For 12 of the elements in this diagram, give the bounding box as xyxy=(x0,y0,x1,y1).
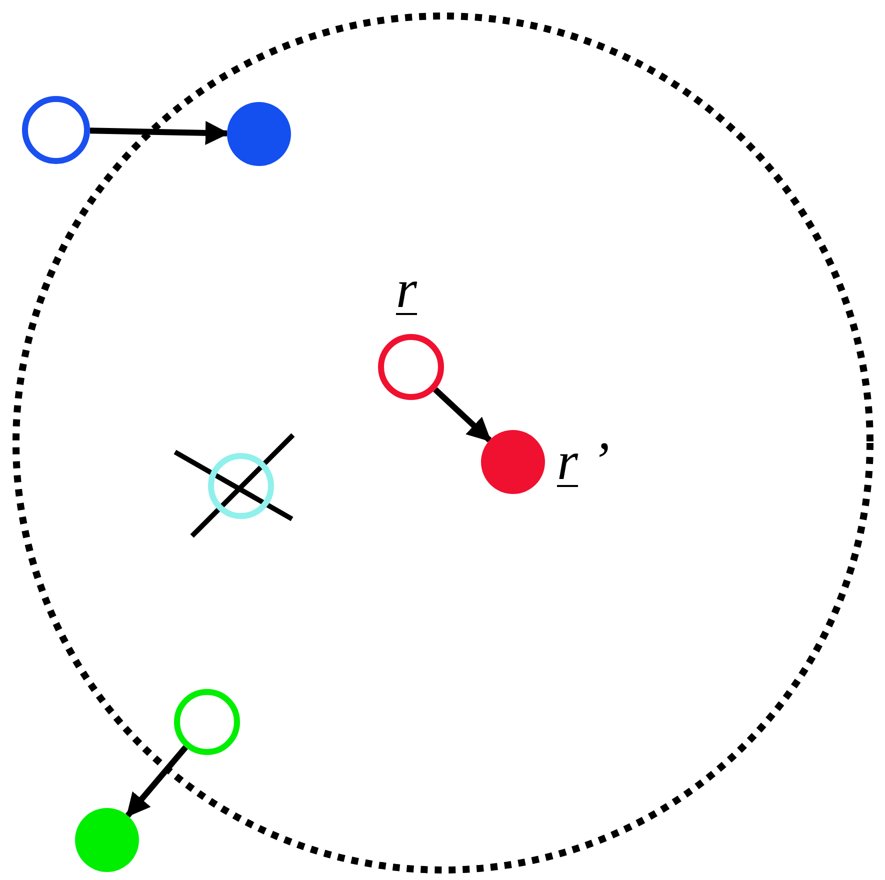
arrow xyxy=(90,120,230,145)
arrow xyxy=(125,745,188,818)
filled-particle xyxy=(481,430,545,494)
position-vector-label: r ’ xyxy=(557,434,610,488)
filled-particle xyxy=(75,808,139,872)
hollow-particle xyxy=(174,689,240,755)
arrow xyxy=(433,387,492,442)
hollow-particle xyxy=(208,453,274,519)
position-vector-label: r xyxy=(396,262,418,316)
filled-particle xyxy=(227,102,291,166)
hollow-particle xyxy=(22,96,90,164)
hollow-particle xyxy=(378,334,444,400)
